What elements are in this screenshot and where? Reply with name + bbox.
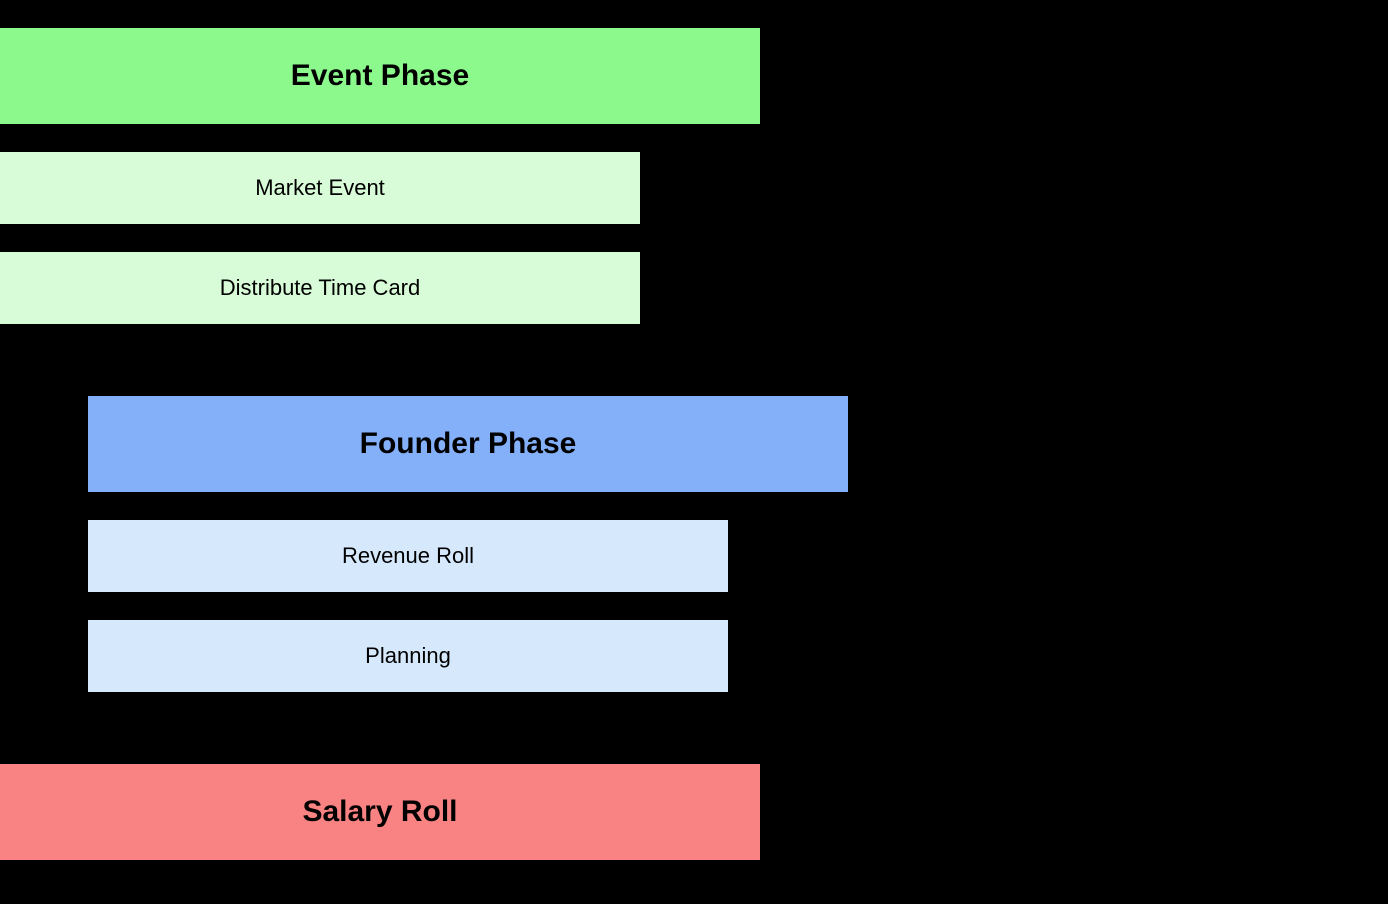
section-header-founder-phase: Founder Phase	[88, 396, 848, 492]
task-market-event: Market Event	[0, 152, 640, 224]
task-revenue-roll: Revenue Roll	[88, 520, 728, 592]
section-header-event-phase: Event Phase	[0, 28, 760, 124]
task-planning: Planning	[88, 620, 728, 692]
task-distribute-time-card: Distribute Time Card	[0, 252, 640, 324]
section-header-salary-roll: Salary Roll	[0, 764, 760, 860]
